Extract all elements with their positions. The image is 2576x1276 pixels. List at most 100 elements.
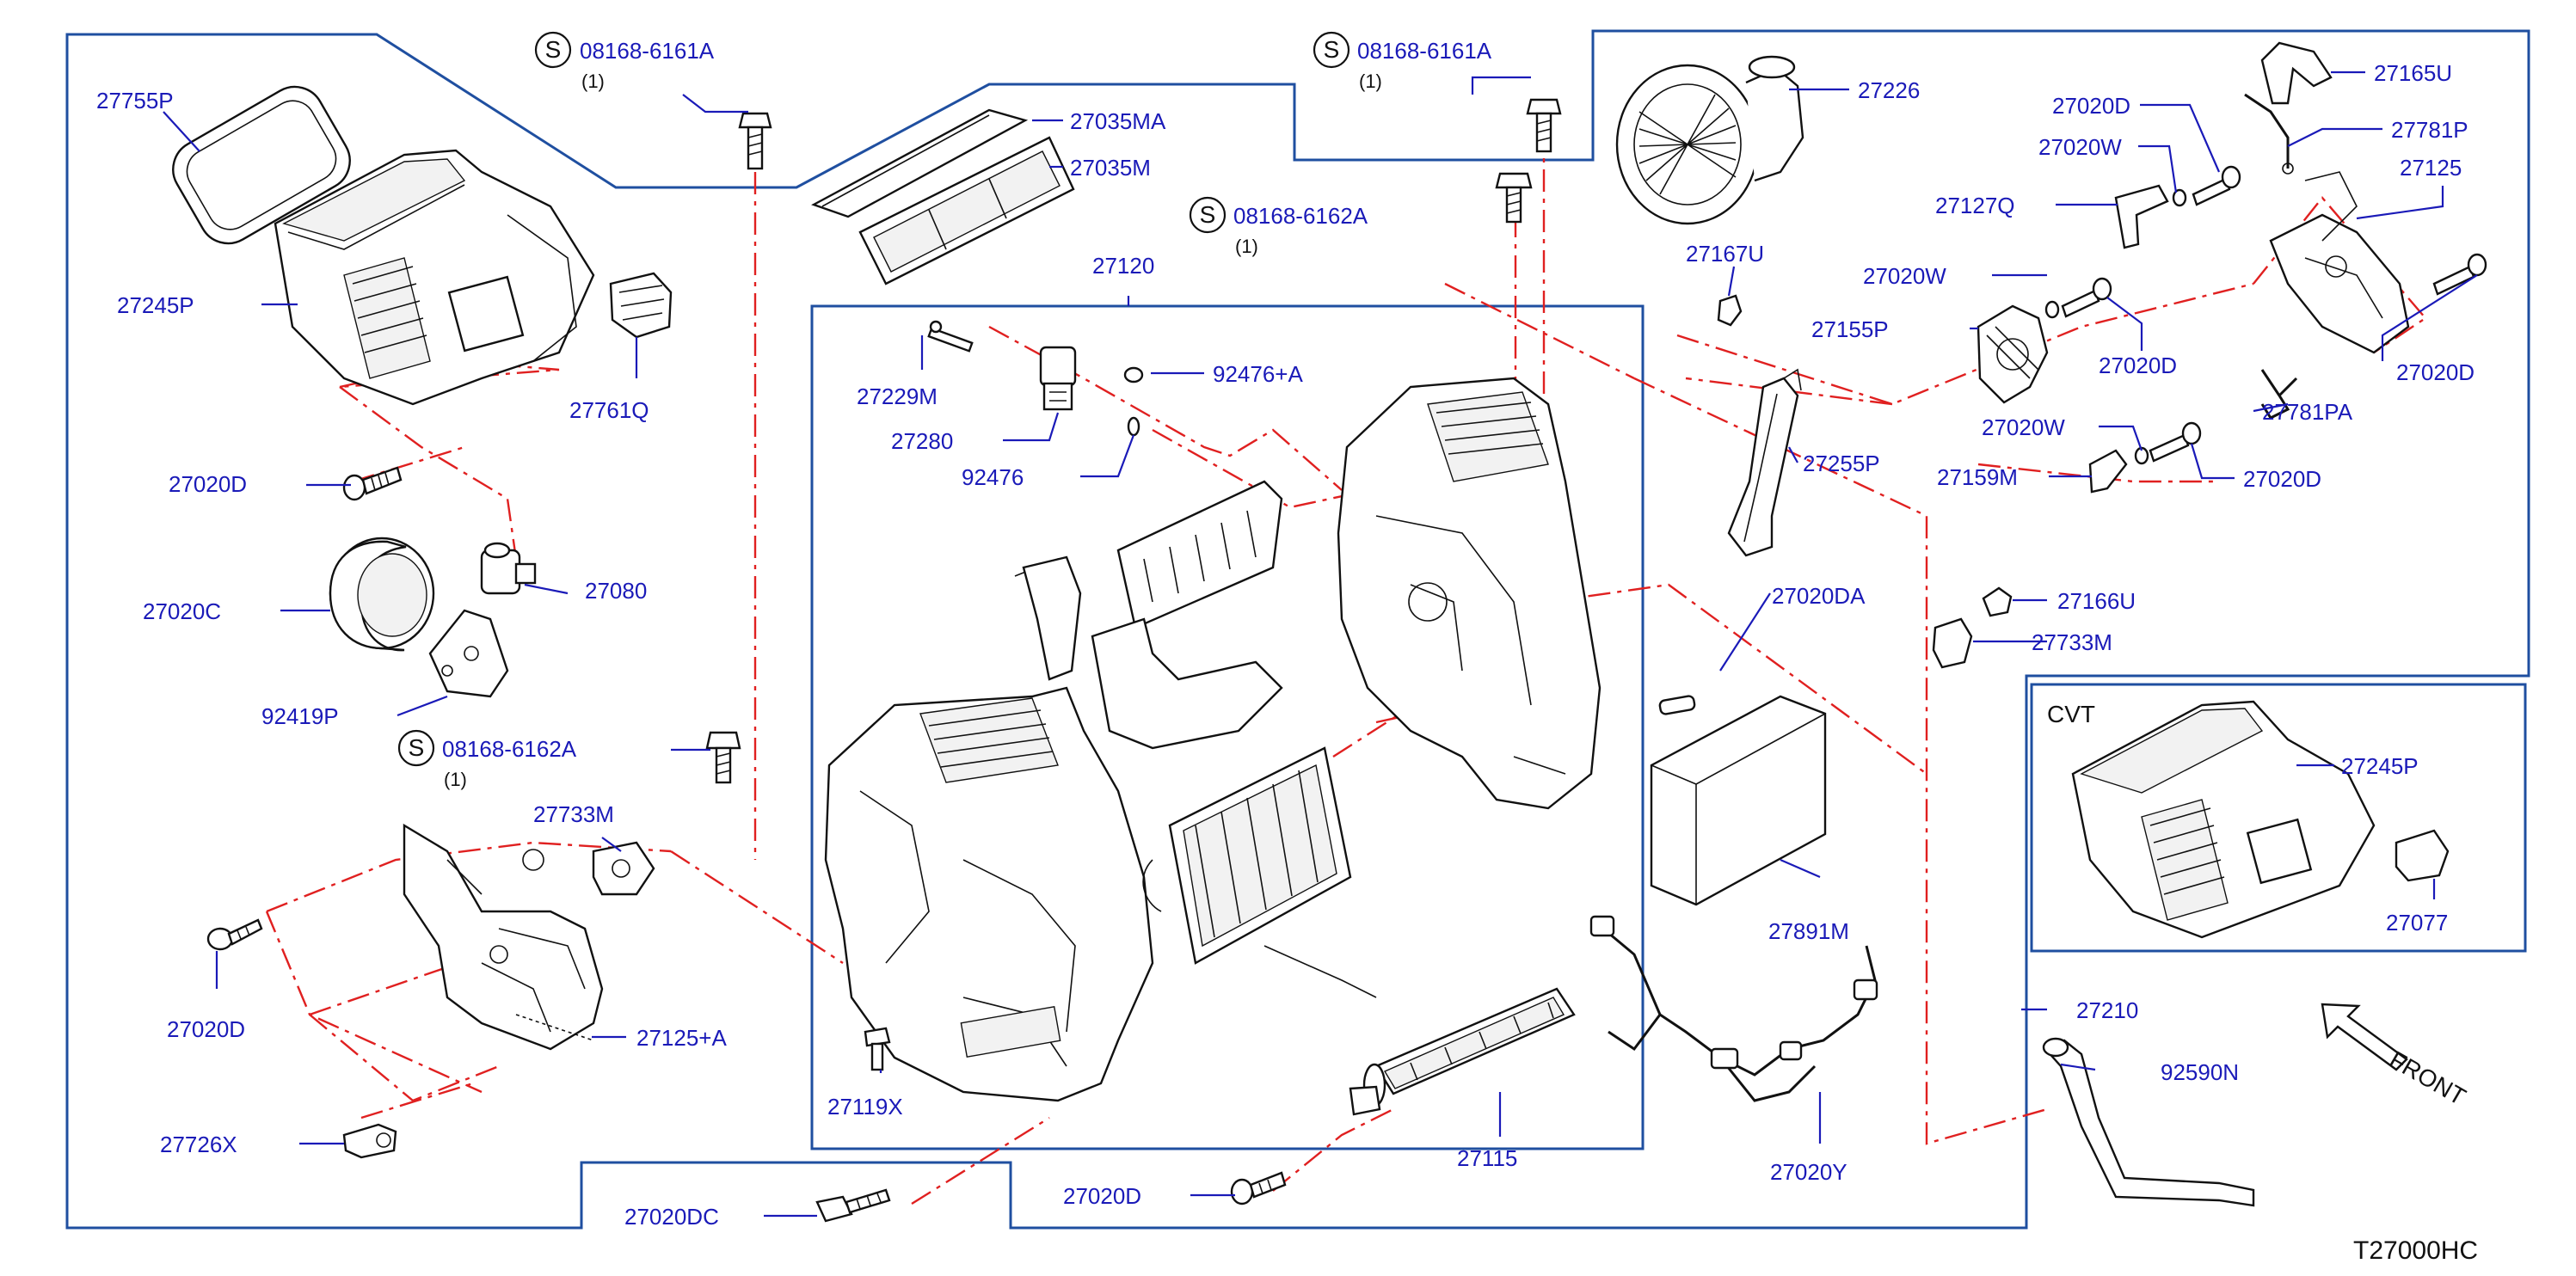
part-27020D-screw-low	[2149, 421, 2202, 463]
label-27020W-mid: 27020W	[1863, 263, 1946, 289]
part-27020D-screw-c	[1230, 1171, 1287, 1205]
part-27165U-lever	[2260, 41, 2333, 105]
label-27119X: 27119X	[827, 1094, 903, 1120]
screw-callout-1: S 08168-6161A (1)	[534, 31, 715, 92]
label-27020Y: 27020Y	[1770, 1159, 1847, 1185]
screw-callout-3: S 08168-6162A (1)	[1189, 196, 1368, 257]
part-27020D-screw-b	[206, 918, 263, 951]
part-27020D-screw-right	[2432, 253, 2487, 296]
diagram-frame	[65, 29, 2530, 1230]
screw-qty: (1)	[581, 71, 605, 92]
part-27733M-actuator-right	[1932, 617, 1973, 669]
label-27733M-left: 27733M	[533, 801, 614, 827]
leader-lines	[163, 71, 2478, 1218]
label-27020DC: 27020DC	[624, 1204, 719, 1230]
part-27167U-clip	[1717, 294, 1743, 327]
part-27077-actuator	[2395, 829, 2450, 882]
part-92419P-bracket	[428, 609, 509, 698]
part-27155P-gear	[1977, 304, 2049, 404]
label-27120: 27120	[1092, 253, 1154, 279]
screw-qty: (1)	[444, 769, 467, 790]
screw-part-number: 08168-6162A	[442, 736, 577, 762]
part-27119X-screw	[864, 1027, 891, 1071]
part-27020DC-bolt	[815, 1188, 891, 1223]
screw-part-number: 08168-6161A	[1357, 38, 1492, 64]
part-27020D-screw-top	[2192, 165, 2241, 206]
label-27166U: 27166U	[2057, 588, 2136, 614]
label-27020D-c: 27020D	[1063, 1183, 1141, 1209]
screw-part-number: 08168-6161A	[580, 38, 715, 64]
part-27245P-cvt-housing	[2071, 700, 2376, 939]
s-symbol-icon	[397, 729, 435, 767]
label-27127Q: 27127Q	[1935, 193, 2015, 218]
label-27020D-a: 27020D	[169, 471, 247, 497]
label-27035M: 27035M	[1070, 155, 1151, 181]
label-27733M-right: 27733M	[2032, 629, 2112, 655]
part-27229M-pin	[927, 320, 974, 353]
s-symbol-text: S	[1324, 36, 1340, 63]
label-27020D-b: 27020D	[167, 1016, 245, 1042]
label-92419P: 92419P	[261, 703, 339, 729]
label-27020D-top: 27020D	[2052, 93, 2130, 119]
s-symbol-icon	[534, 31, 572, 69]
label-92590N: 92590N	[2161, 1059, 2239, 1085]
label-27891M: 27891M	[1768, 918, 1849, 944]
part-27020Y-harness	[1589, 915, 1878, 1102]
label-27020D-low: 27020D	[2243, 466, 2321, 492]
part-27020C-filter	[329, 537, 435, 652]
part-27755P-seal	[172, 85, 351, 245]
part-27781P-rod	[2244, 93, 2294, 175]
label-27755P: 27755P	[96, 88, 174, 113]
label-27020D-right: 27020D	[2396, 359, 2475, 385]
part-screw-08168-6161A-left	[738, 112, 772, 170]
front-label: FRONT	[2385, 1046, 2470, 1110]
part-27255P-duct	[1727, 368, 1802, 557]
s-symbol-icon	[1189, 196, 1227, 234]
part-27035M-filter	[858, 136, 1075, 285]
part-27226-blower	[1615, 55, 1804, 225]
label-27159M: 27159M	[1937, 464, 2018, 490]
part-evaporator-cover	[1091, 480, 1283, 750]
part-27280-sensor	[1039, 346, 1077, 411]
label-27115: 27115	[1457, 1145, 1517, 1171]
part-27245P-intake-housing	[274, 149, 595, 406]
part-27035MA-filter-cover	[811, 108, 1029, 218]
label-27020C: 27020C	[143, 598, 221, 624]
label-27125A: 27125+A	[636, 1025, 727, 1051]
part-27726X-clip	[342, 1123, 397, 1159]
part-screw-08168-6162A-lower	[705, 731, 741, 784]
s-symbol-text: S	[545, 36, 562, 63]
part-27733M-actuator-left	[592, 841, 655, 896]
main-unit-box	[810, 304, 1645, 1150]
part-27120-unit-right	[1337, 377, 1602, 810]
front-arrow: FRONT	[2321, 1003, 2470, 1110]
label-27165U: 27165U	[2374, 60, 2452, 86]
part-labels: 27755P 27245P 27761Q 27020D 27020C 27080…	[96, 60, 2475, 1230]
part-27781PA-spring	[2260, 369, 2298, 420]
part-27127Q-lever	[2114, 184, 2169, 249]
label-27077: 27077	[2386, 910, 2448, 936]
label-27167U: 27167U	[1686, 241, 1764, 267]
part-92476-oring	[1127, 416, 1140, 437]
label-27020W-low: 27020W	[1982, 414, 2065, 440]
s-symbol-text: S	[1200, 201, 1216, 228]
label-27761Q: 27761Q	[569, 397, 649, 423]
drawing-code: T27000HC	[2353, 1236, 2478, 1265]
part-27761Q-actuator	[609, 272, 673, 339]
screw-part-number: 08168-6162A	[1233, 203, 1368, 229]
part-27125A-linkage	[403, 823, 604, 1051]
label-27280: 27280	[891, 428, 953, 454]
screw-callout-2: S 08168-6161A (1)	[1313, 31, 1492, 92]
label-27781PA: 27781PA	[2262, 399, 2353, 425]
part-27020D-screw-a	[342, 466, 403, 501]
screw-callout-4: S 08168-6162A (1)	[397, 729, 577, 790]
part-evaporator-core	[1142, 746, 1377, 998]
screw-qty: (1)	[1359, 71, 1382, 92]
part-27891M-filter	[1650, 695, 1827, 906]
part-27166U-clip	[1982, 586, 2013, 617]
label-27726X: 27726X	[160, 1132, 237, 1157]
label-27020DA: 27020DA	[1772, 583, 1866, 609]
part-27115-heater-core	[1349, 987, 1576, 1116]
s-symbol-text: S	[409, 734, 425, 761]
